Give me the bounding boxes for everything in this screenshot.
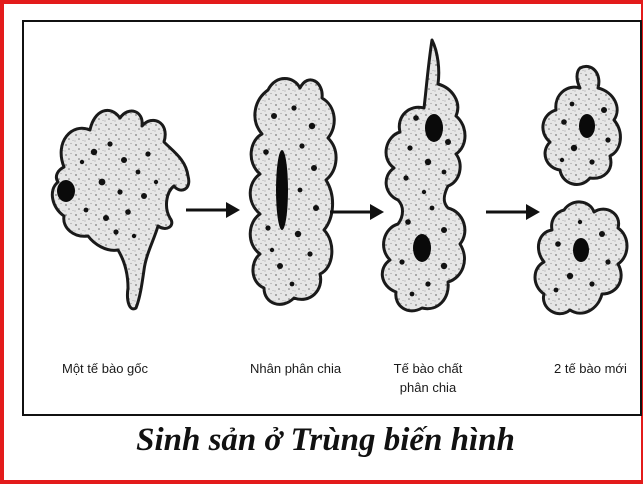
amoeba-cytoplasm-dividing — [382, 40, 465, 311]
nucleus — [276, 150, 288, 230]
cell-body — [382, 40, 465, 311]
arrow-right-icon — [330, 204, 384, 220]
cell-body — [52, 110, 188, 309]
stage-label-original-cell: Một tế bào gốc — [62, 361, 148, 376]
stage-label-cytoplasm-dividing: Tế bào chất phân chia — [378, 359, 478, 397]
nucleus — [57, 180, 75, 202]
amoeba-daughter-top — [543, 66, 621, 184]
nucleus — [579, 114, 595, 138]
amoeba-original — [52, 110, 188, 309]
nucleus — [573, 238, 589, 262]
cell-body — [250, 79, 336, 305]
stage-label-line2: phân chia — [378, 378, 478, 397]
amoeba-nucleus-dividing — [250, 79, 336, 305]
stage-label-nucleus-dividing: Nhân phân chia — [250, 361, 341, 376]
stage-label-line1: Tế bào chất — [378, 359, 478, 378]
arrow-right-icon — [486, 204, 540, 220]
amoeba-daughter-bottom — [535, 202, 627, 314]
nucleus-top — [425, 114, 443, 142]
figure-title: Sinh sản ở Trùng biến hình — [4, 422, 643, 459]
nucleus-bottom — [413, 234, 431, 262]
amoeba-reproduction-diagram — [24, 22, 640, 414]
arrow-right-icon — [186, 202, 240, 218]
diagram-panel: Một tế bào gốc Nhân phân chia Tế bào chấ… — [22, 20, 642, 416]
stage-label-new-cells: 2 tế bào mới — [554, 361, 627, 376]
